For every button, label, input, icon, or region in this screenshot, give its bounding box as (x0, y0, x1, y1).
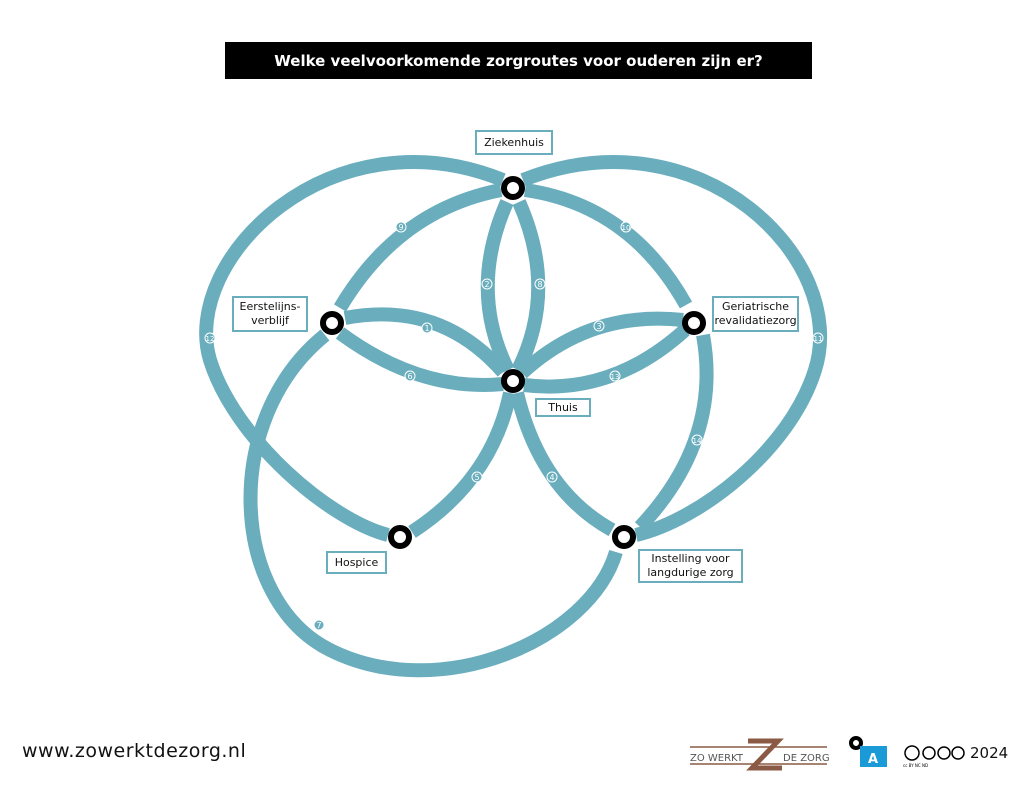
route-label-11: 11 (812, 332, 824, 344)
route-12 (199, 155, 506, 542)
svg-text:A: A (868, 752, 878, 767)
route-label-4: 4 (546, 471, 558, 483)
route-9 (333, 183, 503, 312)
svg-text:ZO WERKT: ZO WERKT (690, 753, 744, 764)
route-label-7: 7 (313, 619, 325, 631)
route-label-5: 5 (471, 471, 483, 483)
website-url[interactable]: www.zowerktdezorg.nl (22, 740, 247, 762)
label-hospice: Hospice (326, 551, 387, 574)
svg-text:DE ZORG: DE ZORG (783, 753, 830, 764)
route-1 (343, 307, 509, 377)
route-label-12: 12 (204, 332, 216, 344)
route-5 (408, 391, 517, 538)
route-label-6: 6 (404, 370, 416, 382)
route-label-2: 2 (481, 278, 493, 290)
route-7 (243, 329, 623, 678)
node-ziekenhuis (501, 176, 525, 200)
svg-text:2: 2 (484, 280, 489, 289)
route-13 (523, 324, 690, 394)
svg-text:11: 11 (814, 335, 823, 343)
svg-text:12: 12 (206, 335, 215, 343)
svg-text:14: 14 (693, 437, 702, 445)
svg-text:3: 3 (596, 322, 601, 331)
node-instelling (612, 525, 636, 549)
route-6 (335, 327, 504, 392)
label-geriatrisch: Geriatrische revalidatiezorg (712, 296, 799, 332)
route-label-1: 1 (421, 322, 433, 334)
svg-text:4: 4 (549, 473, 554, 482)
node-eerstelijns (320, 311, 344, 335)
svg-text:10: 10 (622, 224, 631, 232)
svg-text:8: 8 (537, 280, 542, 289)
license-text: cc BY NC ND (903, 763, 929, 768)
svg-text:5: 5 (474, 473, 479, 482)
a-badge-logo: A (849, 736, 887, 767)
label-ziekenhuis: Ziekenhuis (475, 130, 553, 155)
route-label-10: 10 (620, 221, 632, 233)
cc-license-icon (904, 745, 965, 761)
svg-text:9: 9 (398, 223, 403, 232)
route-label-3: 3 (593, 320, 605, 332)
route-label-14: 14 (691, 434, 703, 446)
svg-text:6: 6 (407, 372, 412, 381)
node-thuis (501, 369, 525, 393)
label-thuis: Thuis (535, 398, 591, 417)
node-hospice (388, 525, 412, 549)
zowerkt-logo: ZO WERKT DE ZORG (690, 738, 830, 771)
svg-text:1: 1 (424, 324, 429, 333)
route-10 (524, 183, 693, 309)
svg-text:7: 7 (316, 621, 321, 630)
page-title: Welke veelvoorkomende zorgroutes voor ou… (225, 42, 812, 79)
label-eerstelijns: Eerstelijns-verblijf (232, 296, 308, 332)
route-label-8: 8 (534, 278, 546, 290)
svg-text:13: 13 (611, 373, 620, 381)
label-instelling: Instelling voor langdurige zorg (638, 549, 743, 583)
year: 2024 (970, 744, 1009, 762)
node-geriatrisch (682, 311, 706, 335)
route-label-13: 13 (609, 370, 621, 382)
route-label-9: 9 (395, 221, 407, 233)
